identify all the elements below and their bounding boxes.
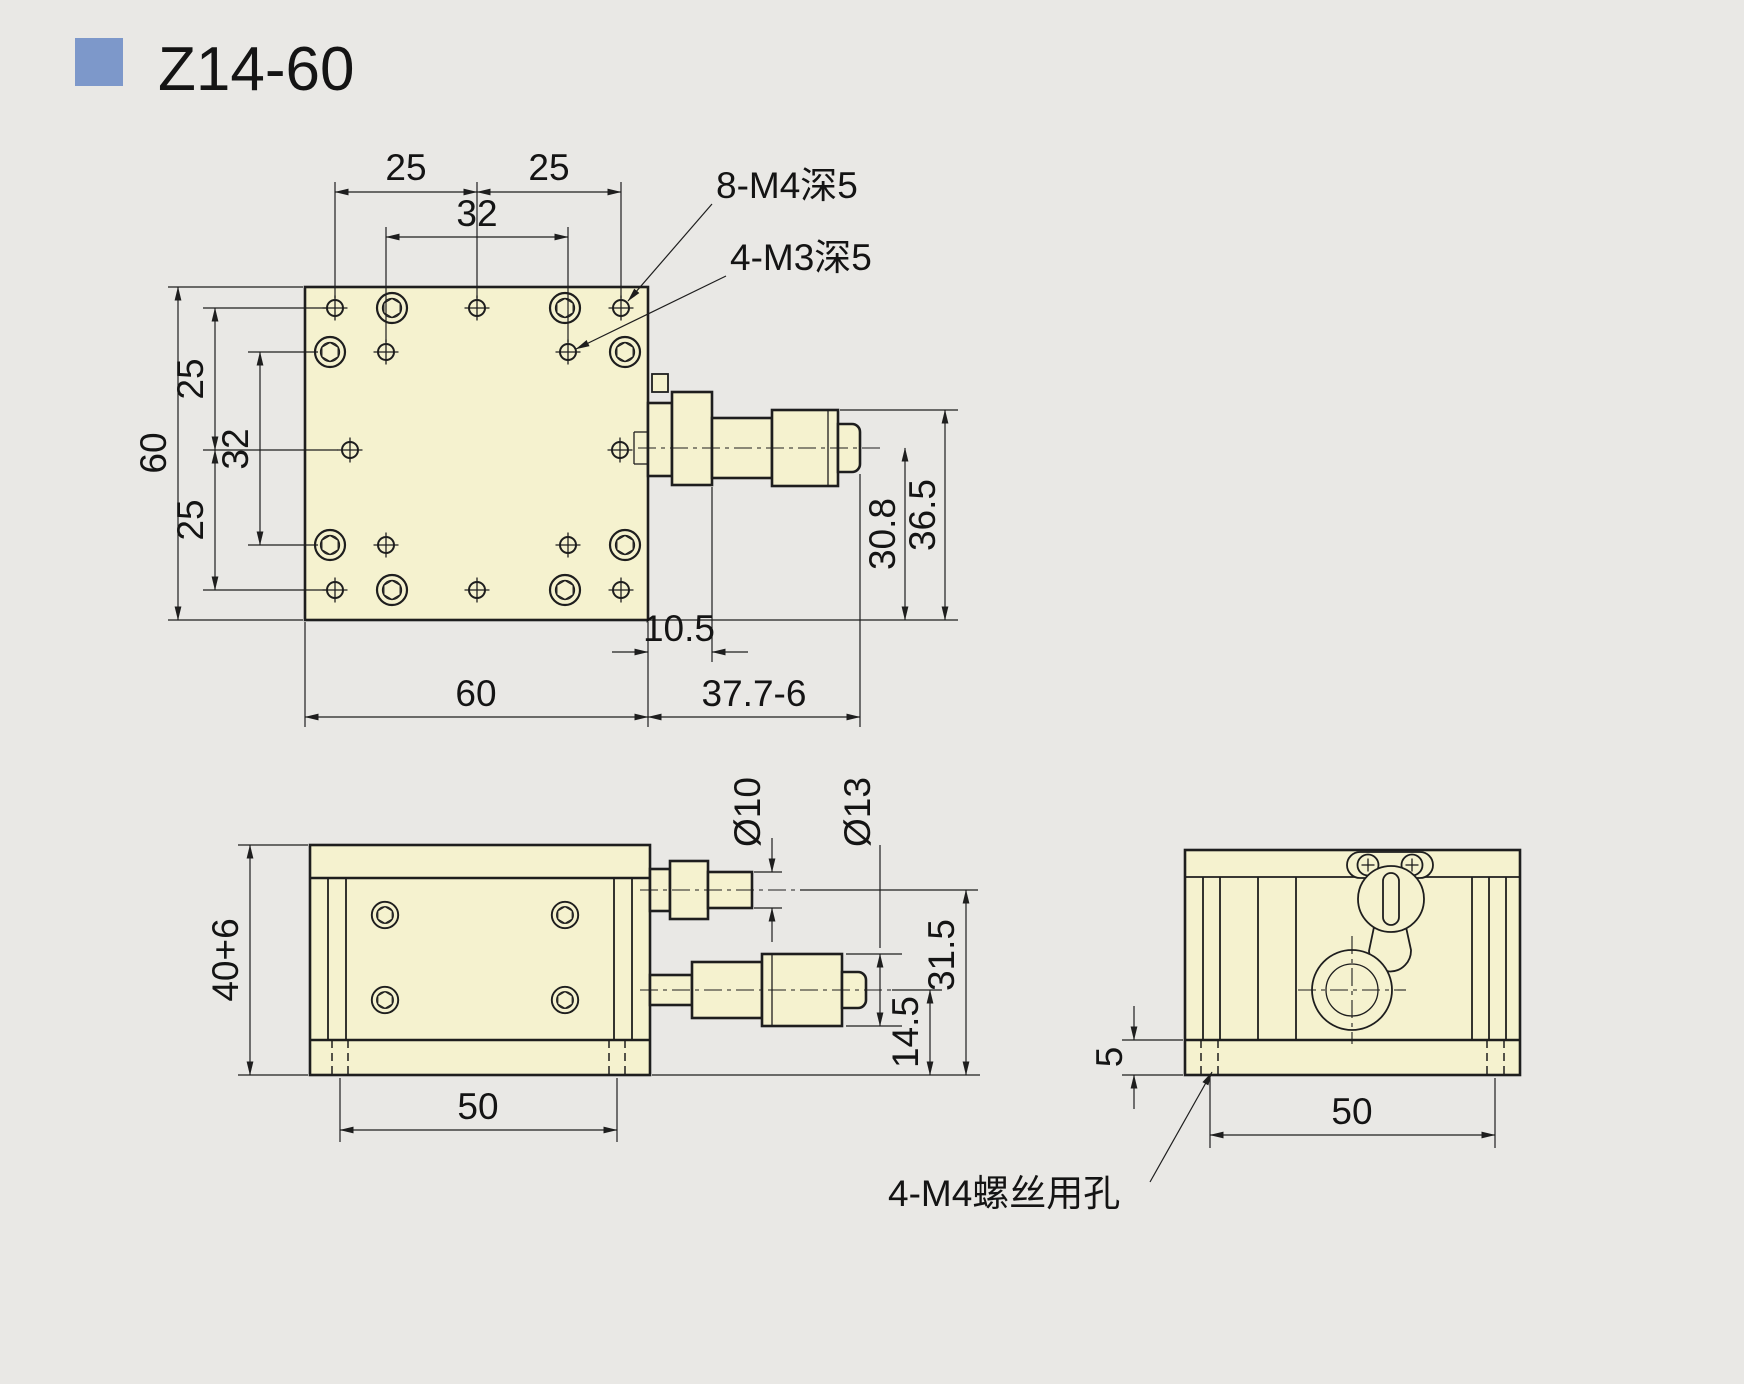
top-view: 25 25 32 60 25 32 25 30.8 36.5 [133, 147, 958, 727]
page-title: Z14-60 [158, 35, 354, 104]
dim-right-36-5: 36.5 [902, 479, 943, 551]
side-view: Ø10 Ø13 40+6 14.5 31.5 50 [205, 777, 980, 1142]
dim-left-60: 60 [133, 432, 174, 473]
title-block: Z14-60 [75, 35, 354, 104]
dim-bottom-60: 60 [455, 673, 496, 714]
side-view-main-micrometer [640, 952, 892, 1028]
side-view-body [308, 843, 652, 1077]
dim-left-25-upper: 25 [170, 358, 211, 399]
top-view-dimensions: 25 25 32 60 25 32 25 30.8 36.5 [133, 147, 958, 727]
dim-top-25-right: 25 [528, 147, 569, 188]
dim-end-bottom-50: 50 [1331, 1091, 1372, 1132]
dim-dia-10: Ø10 [727, 777, 768, 847]
side-view-upper-micrometer [640, 859, 800, 921]
top-view-plate [303, 285, 650, 622]
title-marker [75, 38, 123, 86]
dim-top-25-left: 25 [385, 147, 426, 188]
dim-bottom-10-5: 10.5 [643, 608, 715, 649]
dim-dia-13: Ø13 [837, 777, 878, 847]
dim-base-5: 5 [1089, 1047, 1130, 1068]
dim-top-32: 32 [456, 193, 497, 234]
dim-left-32: 32 [215, 428, 256, 469]
label-4-m3: 4-M3深5 [730, 237, 872, 278]
end-view-dimensions: 5 50 [1089, 1006, 1496, 1148]
end-view-micrometer-end [1298, 936, 1406, 1044]
end-view: 5 50 4-M4螺丝用孔 [888, 848, 1522, 1214]
dim-height-40-6: 40+6 [205, 918, 246, 1001]
dim-right-14-5: 14.5 [885, 996, 926, 1068]
top-view-labels: 8-M4深5 4-M3深5 [575, 165, 872, 350]
label-4-m4-clearance: 4-M4螺丝用孔 [888, 1173, 1120, 1214]
end-view-labels: 4-M4螺丝用孔 [888, 1071, 1213, 1214]
dim-left-25-lower: 25 [170, 499, 211, 540]
dim-bottom-37-7-6: 37.7-6 [702, 673, 807, 714]
label-8-m4: 8-M4深5 [716, 165, 858, 206]
end-view-clamp-knob [1357, 865, 1425, 973]
dim-side-bottom-50: 50 [457, 1086, 498, 1127]
top-view-micrometer [633, 373, 882, 488]
dim-right-30-8: 30.8 [862, 498, 903, 570]
side-view-dimensions: Ø10 Ø13 40+6 14.5 31.5 50 [205, 777, 980, 1142]
dim-right-31-5: 31.5 [921, 919, 962, 991]
